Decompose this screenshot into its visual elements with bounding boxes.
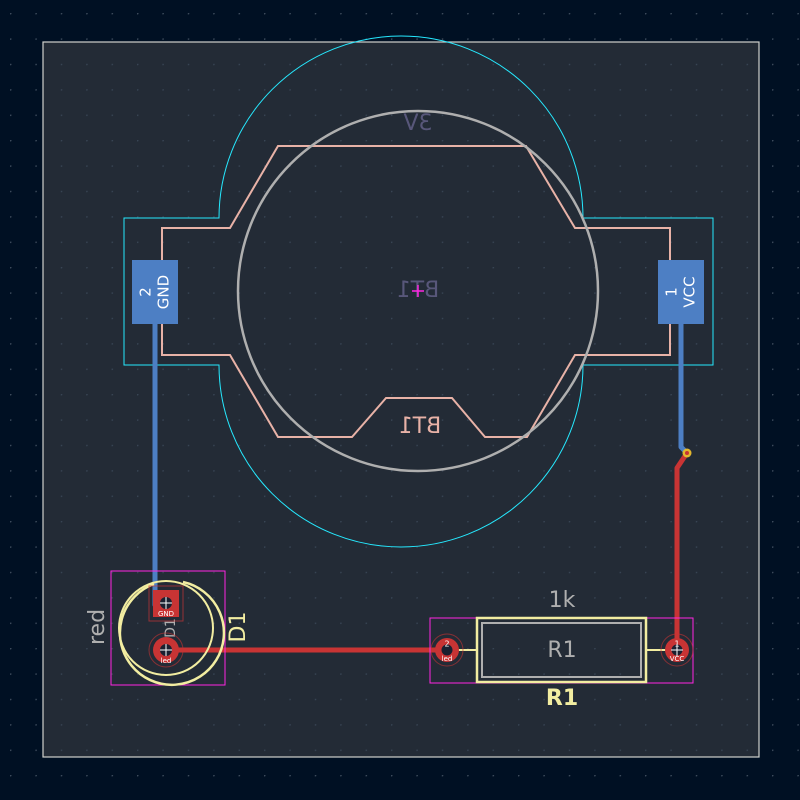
led-pad-led[interactable]: led bbox=[148, 632, 184, 668]
battery-cell-outline bbox=[236, 109, 600, 473]
resistor-pad-1[interactable]: 1 VCC bbox=[660, 633, 694, 667]
resistor-pad-2-number: 2 bbox=[444, 640, 449, 649]
battery-pad-vcc-number: 1 bbox=[663, 287, 681, 297]
led-d1[interactable]: D1 GND led D1 red bbox=[85, 570, 251, 687]
resistor-pad-2-net: led bbox=[442, 655, 453, 663]
led-fab-circle bbox=[118, 580, 214, 676]
svg-text:BT1: BT1 bbox=[399, 414, 442, 439]
battery-pad-gnd-net: GND bbox=[155, 275, 173, 309]
resistor-pad-2[interactable]: 2 led bbox=[430, 633, 464, 667]
resistor-pad-1-net: VCC bbox=[670, 655, 685, 663]
battery-pad-vcc-net: VCC bbox=[681, 276, 699, 307]
led-pad-led-net: led bbox=[161, 657, 172, 665]
battery-pad-vcc[interactable]: 1 VCC bbox=[658, 260, 704, 324]
led-pad-gnd-net: GND bbox=[158, 610, 174, 618]
led-value: red bbox=[85, 609, 110, 645]
battery-anchor-mark bbox=[412, 285, 424, 297]
led-reference: D1 bbox=[226, 612, 251, 643]
resistor-silk-body bbox=[475, 616, 648, 684]
resistor-r1[interactable]: R1 1k R1 2 led 1 VCC bbox=[429, 588, 694, 711]
via[interactable] bbox=[682, 448, 692, 458]
traces bbox=[152, 321, 692, 653]
resistor-silk-reference: R1 bbox=[546, 686, 578, 711]
trace-vcc-front[interactable] bbox=[674, 450, 690, 653]
battery-value-label: 3V bbox=[403, 111, 432, 136]
battery-pad-gnd[interactable]: 2 GND bbox=[132, 260, 178, 324]
battery-pad-gnd-number: 2 bbox=[137, 287, 155, 297]
led-silk-outline bbox=[118, 580, 226, 687]
resistor-pad-1-number: 1 bbox=[674, 640, 679, 649]
battery-silk-reference: BT1 bbox=[399, 414, 442, 439]
resistor-value: 1k bbox=[549, 588, 576, 613]
battery-holder-bt1[interactable]: 3V BT1 BT1 2 GND 1 VCC bbox=[123, 35, 714, 548]
battery-courtyard bbox=[123, 35, 714, 548]
svg-text:D1: D1 bbox=[226, 612, 251, 643]
battery-silk-outline bbox=[161, 145, 671, 438]
resistor-fab-reference: R1 bbox=[547, 638, 576, 663]
svg-text:red: red bbox=[85, 609, 110, 645]
resistor-fab-body bbox=[481, 622, 642, 678]
led-pad-gnd[interactable]: GND bbox=[148, 585, 184, 622]
svg-text:3V: 3V bbox=[403, 111, 432, 136]
